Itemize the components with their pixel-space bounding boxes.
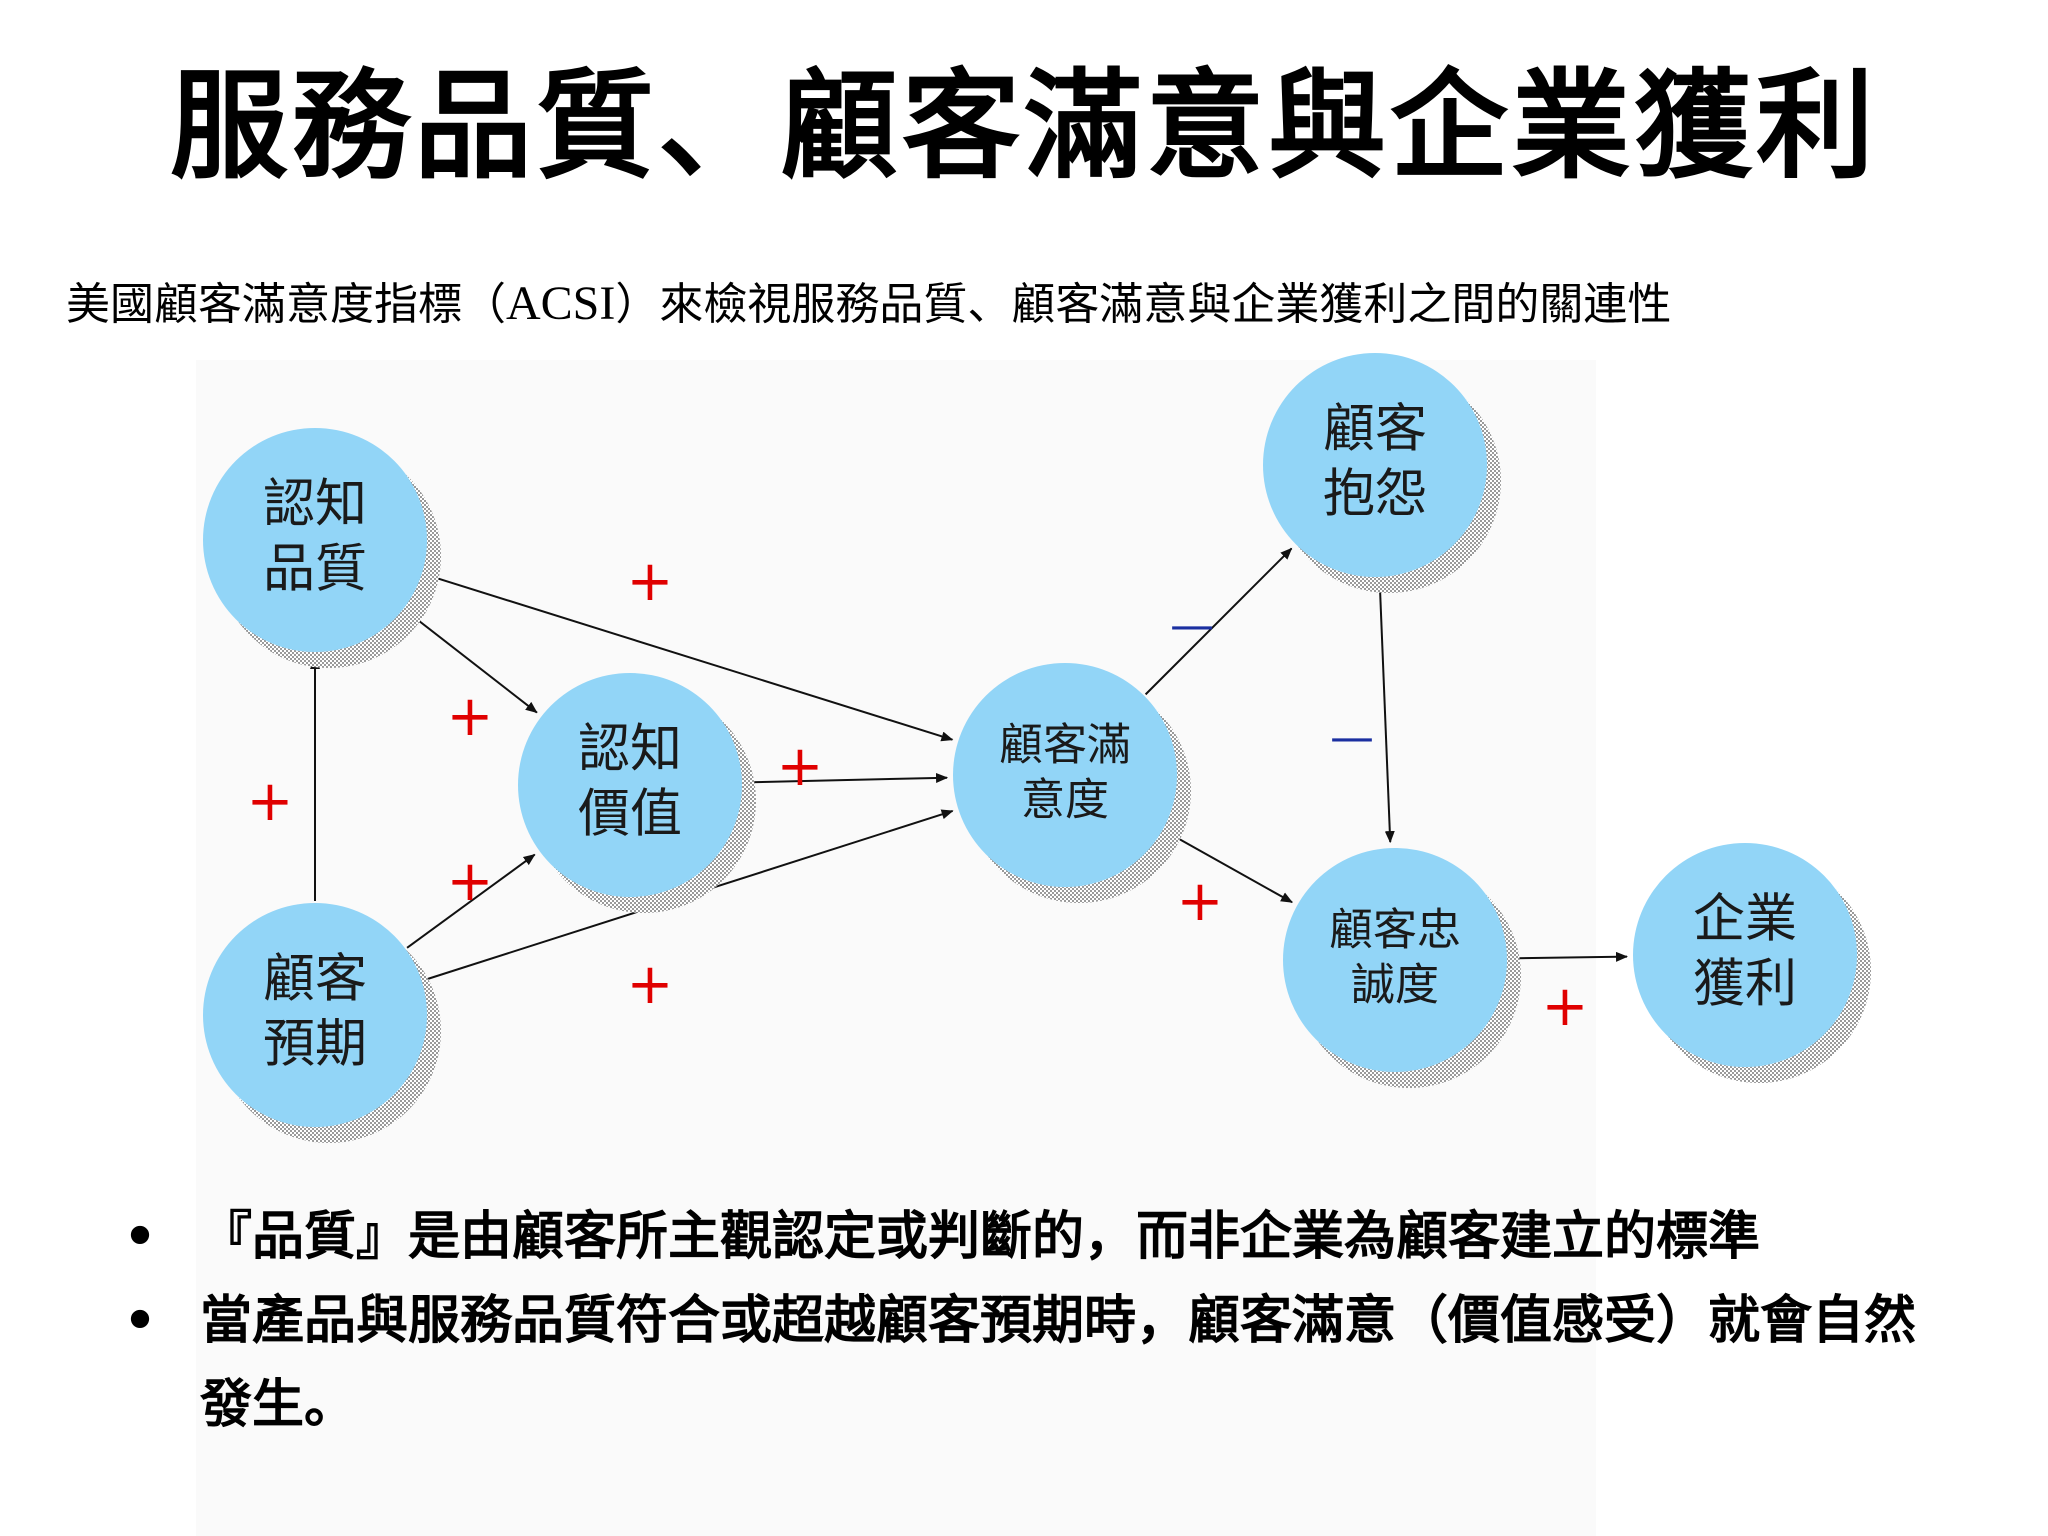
plus-sign: + — [447, 684, 494, 749]
node-circle — [518, 673, 742, 897]
node-circle — [1263, 353, 1487, 577]
edge-customer-complaint-to-customer-loyalty — [1378, 578, 1395, 844]
subtitle-after: ）來檢視服務品質、顧客滿意與企業獲利之間的關連性 — [615, 279, 1672, 330]
plus-sign: + — [1542, 974, 1589, 1039]
node-customer-expectation: 顧客預期 — [203, 903, 441, 1143]
edge-customer-satisfaction-to-customer-complaint — [1144, 547, 1293, 696]
node-label: 品質 — [263, 540, 367, 600]
node-label: 顧客忠 — [1329, 905, 1461, 956]
edge-customer-satisfaction-to-customer-loyalty — [1163, 829, 1293, 904]
node-label: 獲利 — [1693, 955, 1797, 1015]
node-circle — [203, 428, 427, 652]
node-label: 企業 — [1693, 890, 1797, 950]
edge-customer-expectation-to-perceived-value — [406, 853, 536, 949]
minus-sign: — — [1330, 712, 1374, 763]
page-title: 服務品質、顧客滿意與企業獲利 — [169, 57, 1878, 195]
node-label: 顧客 — [1323, 400, 1427, 460]
node-label: 價值 — [578, 785, 682, 845]
node-label: 抱怨 — [1323, 465, 1427, 525]
node-circle — [1283, 848, 1507, 1072]
node-label: 顧客 — [263, 950, 367, 1010]
plus-sign: + — [627, 549, 674, 614]
edges-layer — [310, 547, 1629, 982]
edge-customer-loyalty-to-corporate-profit — [1508, 951, 1629, 962]
subtitle-acronym: ACSI — [506, 277, 616, 330]
bullet-text: 『品質』是由顧客所主觀認定或判斷的，而非企業為顧客建立的標準 — [200, 1207, 1761, 1267]
bullet-dot: • — [123, 1207, 157, 1267]
node-label: 誠度 — [1351, 960, 1439, 1011]
node-circle — [953, 663, 1177, 887]
bullet-item-2: • 當產品與服務品質符合或超越顧客預期時，顧客滿意（價值感受）就會自然發生。 — [120, 1279, 1920, 1447]
edge-perceived-quality-to-perceived-value — [404, 609, 538, 714]
node-customer-satisfaction: 顧客滿意度 — [953, 663, 1191, 903]
bullet-dot: • — [123, 1291, 157, 1351]
bullet-list: • 『品質』是由顧客所主觀認定或判斷的，而非企業為顧客建立的標準 • 當產品與服… — [120, 1195, 1920, 1447]
bullet-text: 當產品與服務品質符合或超越顧客預期時，顧客滿意（價值感受）就會自然發生。 — [200, 1291, 1917, 1435]
plus-sign: + — [627, 952, 674, 1017]
plus-sign: + — [777, 734, 824, 799]
node-label: 顧客滿 — [999, 720, 1131, 771]
node-circle — [1633, 843, 1857, 1067]
plus-sign: + — [1177, 869, 1224, 934]
node-label: 認知 — [263, 475, 367, 535]
node-circle — [203, 903, 427, 1127]
node-label: 認知 — [578, 720, 682, 780]
node-corporate-profit: 企業獲利 — [1633, 843, 1871, 1083]
node-label: 意度 — [1021, 775, 1109, 826]
subtitle: 美國顧客滿意度指標（ACSI）來檢視服務品質、顧客滿意與企業獲利之間的關連性 — [66, 268, 1671, 332]
subtitle-before: 美國顧客滿意度指標（ — [66, 279, 506, 330]
bullet-item-1: • 『品質』是由顧客所主觀認定或判斷的，而非企業為顧客建立的標準 — [120, 1195, 1920, 1279]
edge-perceived-quality-to-customer-satisfaction — [423, 573, 954, 742]
minus-sign: — — [1170, 600, 1214, 651]
signs-layer: + + + + + + — + — + — [247, 549, 1589, 1039]
plus-sign: + — [247, 769, 294, 834]
edge-perceived-value-to-customer-satisfaction — [743, 772, 949, 784]
node-label: 預期 — [263, 1015, 367, 1075]
plus-sign: + — [447, 849, 494, 914]
